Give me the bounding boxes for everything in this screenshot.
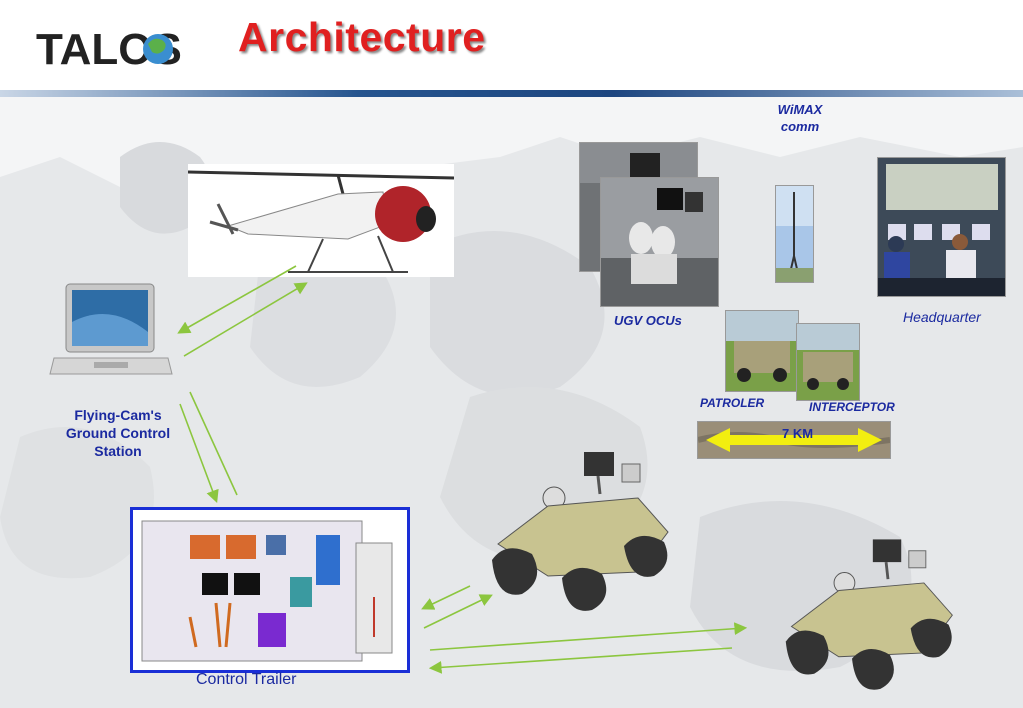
page-title: Architecture — [238, 14, 486, 60]
wimax-tower-image — [775, 185, 814, 283]
control-trailer-image — [130, 507, 410, 673]
wimax-label: WiMAX comm — [760, 101, 840, 135]
laptop-image — [49, 283, 173, 375]
double-arrow-icon — [706, 428, 882, 452]
distance-strip-image — [697, 421, 891, 459]
ugv-ocus-label: UGV OCUs — [614, 313, 682, 328]
ugv-robot-image-2 — [785, 539, 953, 690]
wimax-label-line2: comm — [780, 119, 820, 134]
patroler-vehicle-image — [725, 310, 799, 392]
header-rule — [0, 90, 1023, 97]
headquarter-image — [877, 157, 1006, 297]
talos-logo: TALOS — [36, 25, 182, 74]
patroler-label: PATROLER — [700, 396, 765, 410]
wimax-label-line1: WiMAX — [777, 102, 823, 117]
interceptor-vehicle-image — [796, 323, 860, 401]
headquarter-label: Headquarter — [903, 309, 981, 325]
helicopter-image — [188, 164, 454, 277]
gcs-label-line3: Station — [94, 443, 142, 459]
ugv-ocu-image-front — [600, 177, 719, 307]
gcs-label-line1: Flying-Cam's — [74, 407, 162, 423]
distance-label: 7 KM — [782, 426, 814, 441]
ground-control-station-label: Flying-Cam's Ground Control Station — [48, 406, 188, 460]
control-trailer-label: Control Trailer — [196, 671, 297, 688]
ugv-robot-image-1 — [492, 452, 669, 611]
gcs-label-line2: Ground Control — [65, 425, 171, 441]
interceptor-label: INTERCEPTOR — [809, 400, 895, 414]
